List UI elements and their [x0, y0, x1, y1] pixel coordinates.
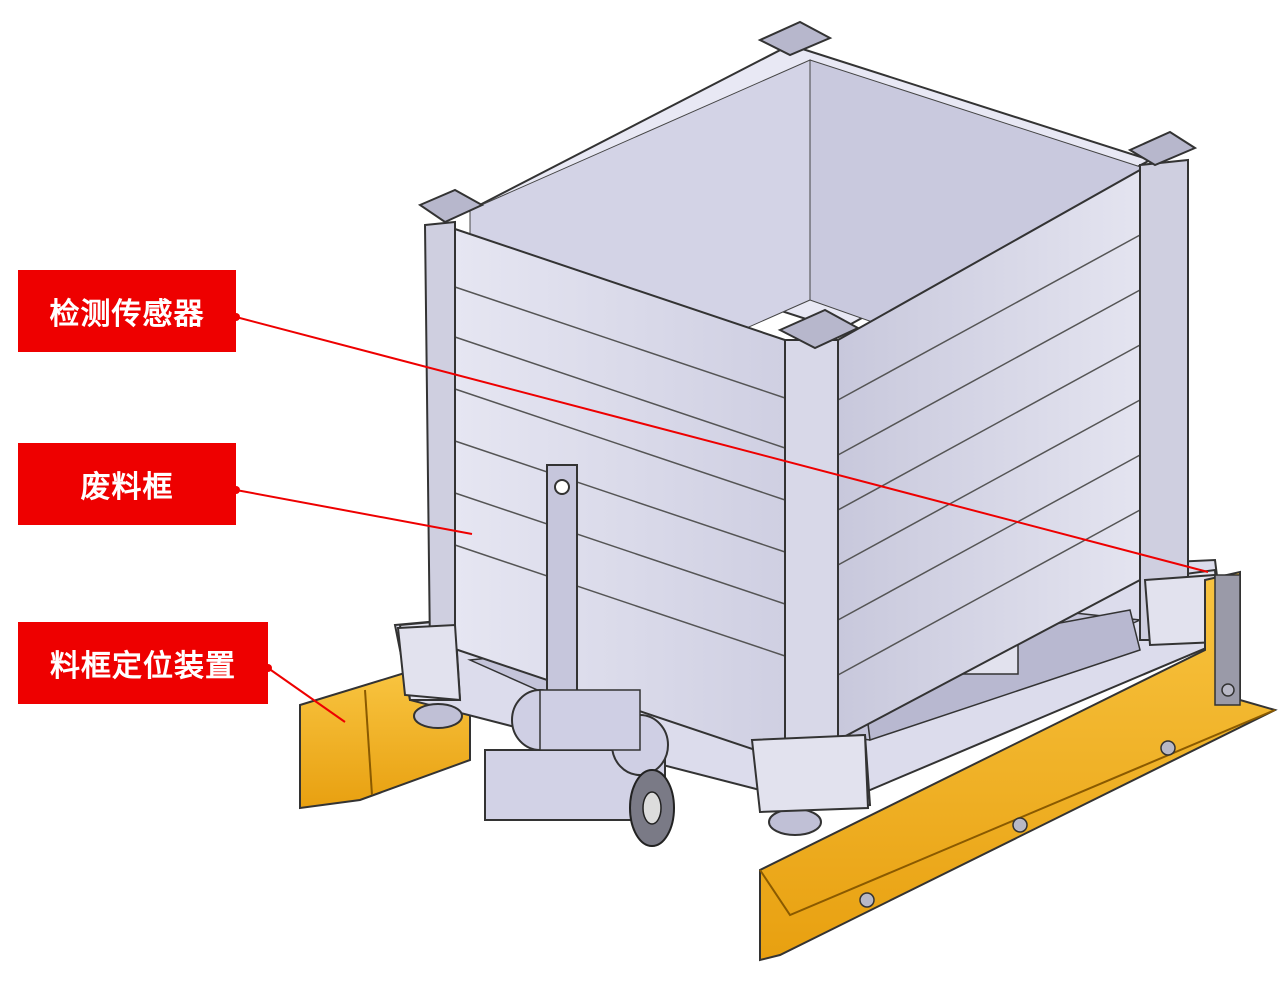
- callout-detection-sensor: 检测传感器: [18, 270, 236, 352]
- callout-bin-locating-device: 料框定位装置: [18, 622, 268, 704]
- leader-line-locator: [267, 667, 346, 723]
- right-guide-plate: [759, 570, 1278, 962]
- scrap-bin-body: [396, 20, 1220, 814]
- caster-wheel: [629, 769, 675, 847]
- leader-line-bin: [235, 489, 473, 535]
- leader-line-sensor: [235, 316, 1209, 573]
- callout-scrap-bin: 废料框: [18, 443, 236, 525]
- leader-lines: [235, 316, 1209, 723]
